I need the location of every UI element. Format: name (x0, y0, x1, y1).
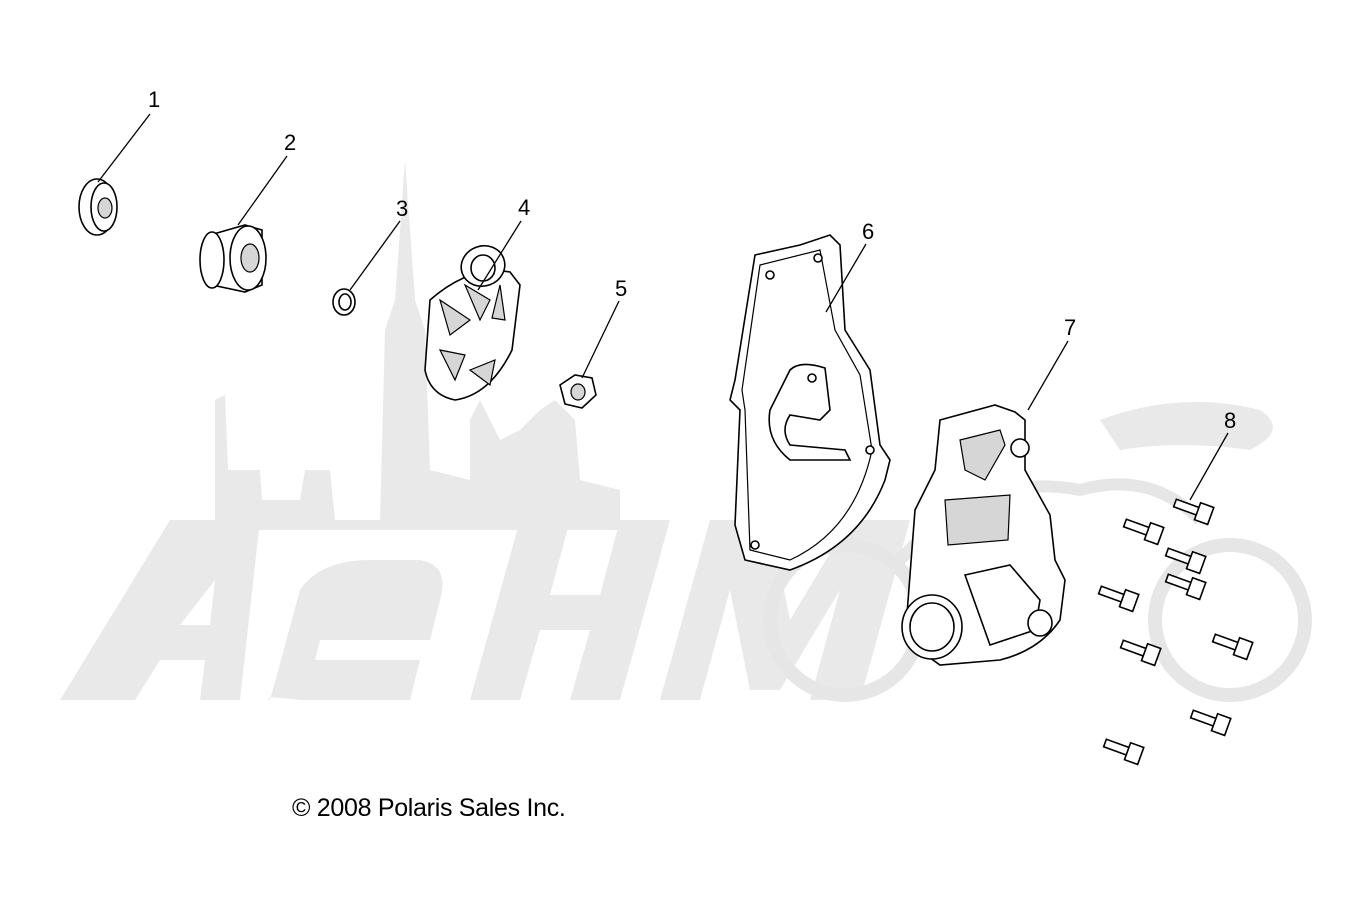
bolt (1189, 709, 1232, 737)
bolt (1172, 498, 1215, 526)
callout-6: 6 (862, 219, 874, 244)
bolt (1211, 633, 1254, 661)
part-5-nut (559, 374, 597, 409)
bolt (1164, 573, 1207, 601)
part-3-washer (332, 288, 356, 316)
part-1-seal (78, 178, 118, 236)
leader-lines (97, 113, 1229, 501)
bolt (1119, 639, 1162, 667)
copyright-text: © 2008 Polaris Sales Inc. (292, 794, 566, 822)
part-8-bolts (1097, 498, 1254, 766)
callout-2: 2 (284, 130, 296, 155)
bolt (1164, 547, 1207, 575)
arhmoto-watermark-icon (60, 160, 1312, 702)
bolt (1097, 585, 1140, 613)
part-2-mechanical-seal (199, 224, 267, 293)
callout-4: 4 (518, 195, 530, 220)
part-7-water-pump-cover (901, 404, 1066, 666)
bolt (1122, 518, 1165, 546)
callout-5: 5 (615, 276, 627, 301)
bolt (1102, 738, 1145, 766)
part-4-impeller (424, 244, 521, 401)
callout-8: 8 (1224, 408, 1236, 433)
callout-3: 3 (396, 196, 408, 221)
callout-1: 1 (148, 87, 160, 112)
callout-7: 7 (1064, 315, 1076, 340)
part-6-gasket (729, 234, 891, 571)
